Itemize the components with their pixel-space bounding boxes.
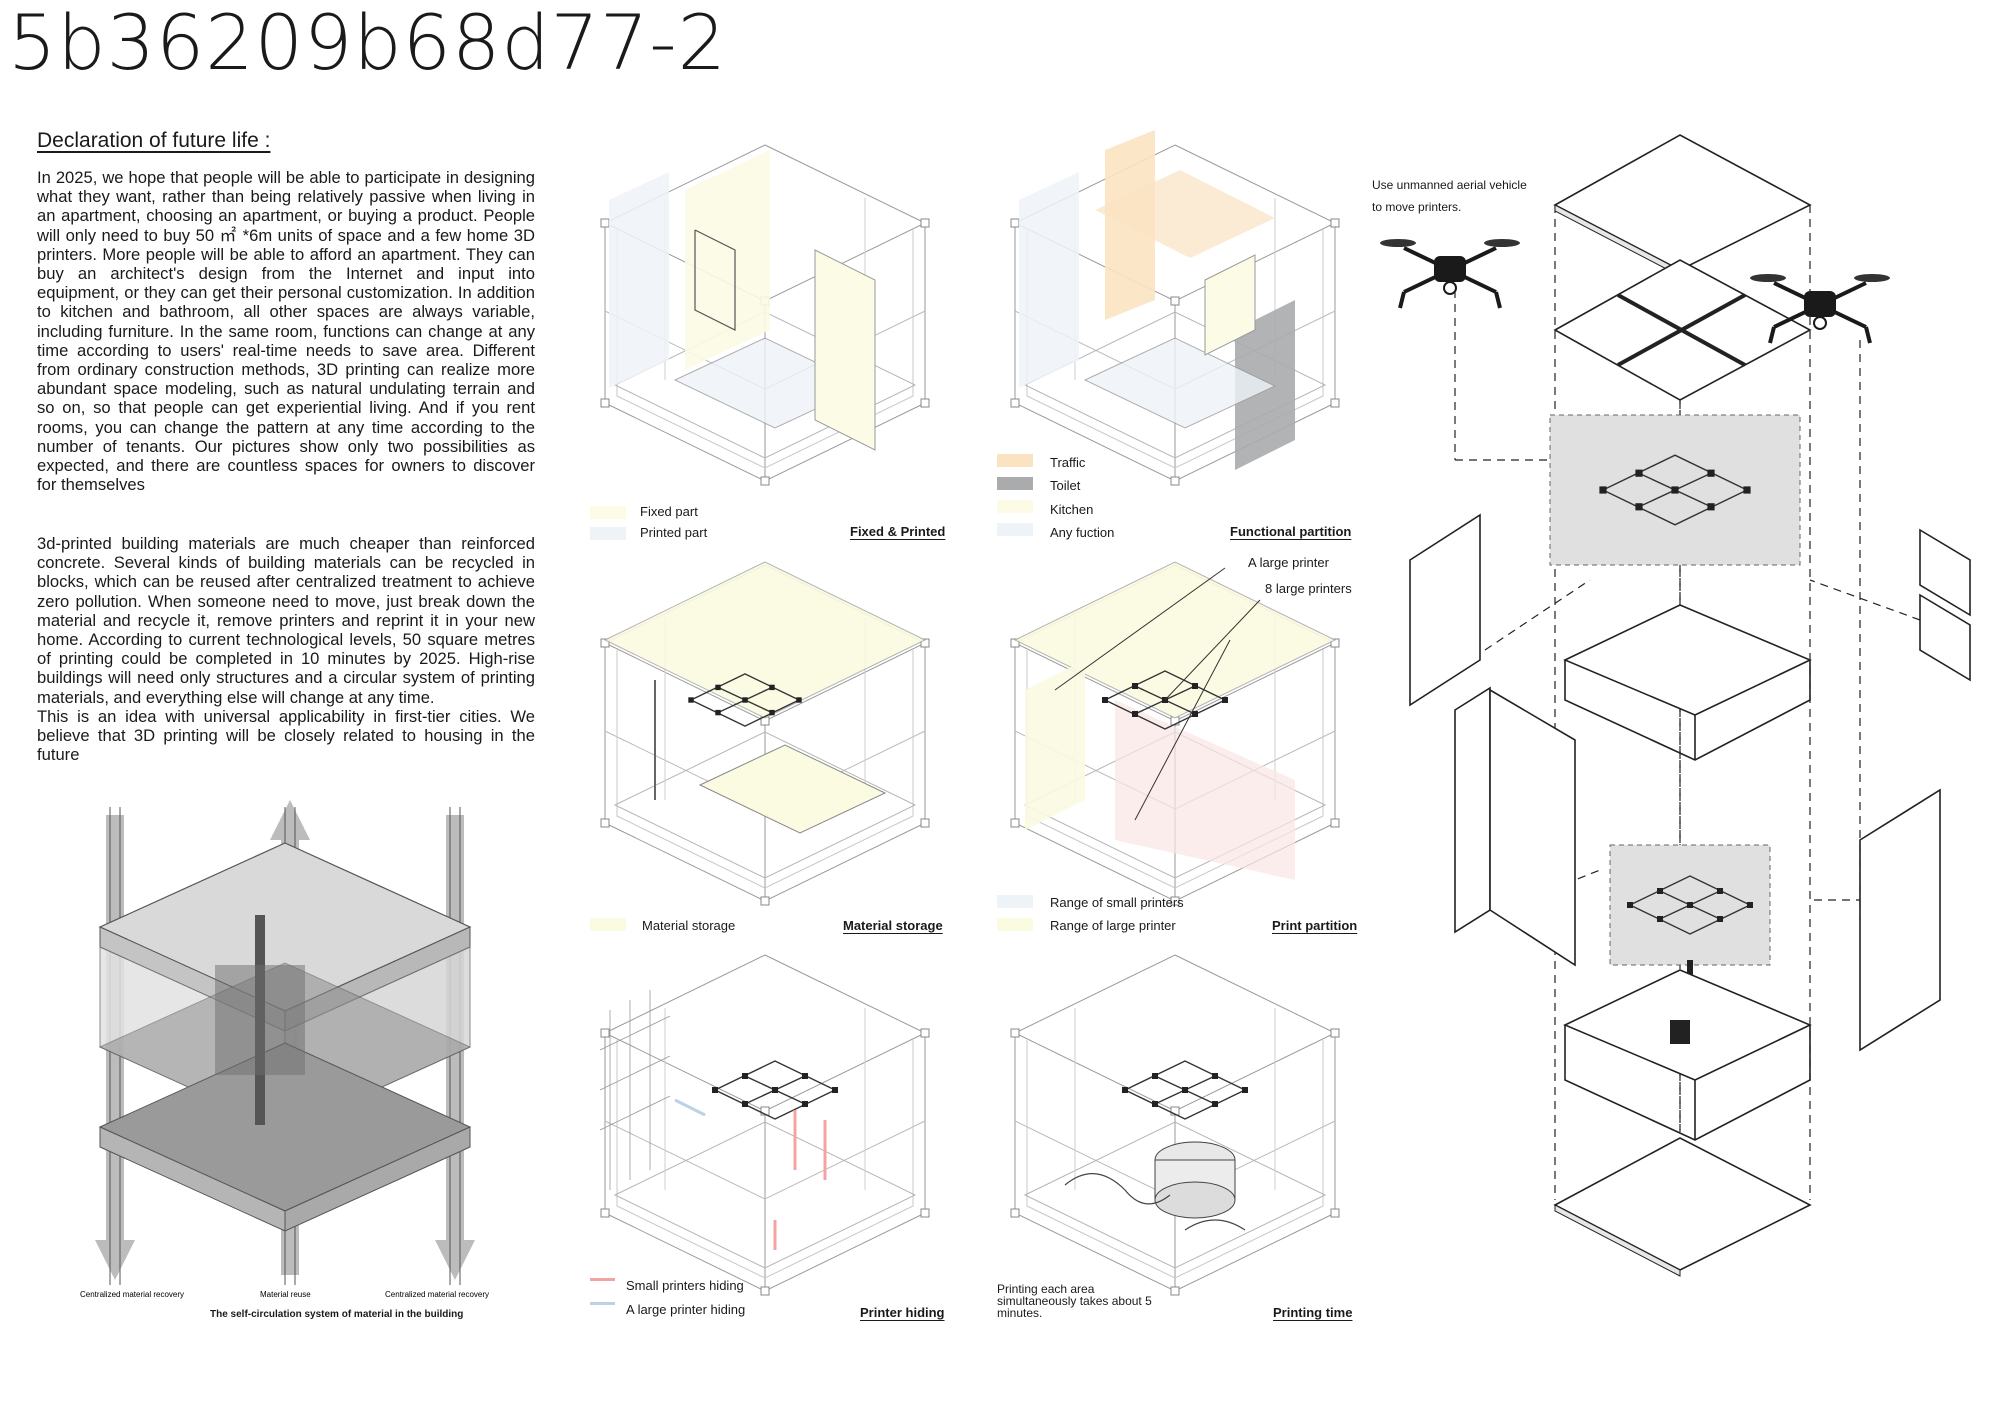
legend-label-small-hiding: Small printers hiding — [626, 1278, 744, 1293]
legend-swatch-fixed — [590, 506, 626, 519]
legend-label-kitchen: Kitchen — [1050, 502, 1094, 517]
panel-functional-partition-drawing — [1010, 130, 1340, 486]
legend-label-traffic: Traffic — [1050, 455, 1086, 470]
label-reuse: Material reuse — [260, 1290, 311, 1299]
legend-swatch-kitchen — [997, 500, 1033, 513]
declaration-paragraph-2: 3d-printed building materials are much c… — [37, 534, 535, 765]
material-circulation-diagram: Centralized material recovery Material r… — [80, 800, 489, 1299]
legend-label-material-storage: Material storage — [642, 918, 736, 933]
label-recovery-left: Centralized material recovery — [80, 1290, 184, 1299]
panel-printer-hiding-drawing — [585, 954, 930, 1296]
caption-functional-partition: Functional partition — [1230, 524, 1352, 539]
printer-rail-plate — [1555, 260, 1810, 400]
legend-swatch-material-storage — [590, 918, 626, 931]
ground-floor-module — [1565, 970, 1810, 1140]
side-panels — [1410, 515, 1970, 1050]
declaration-heading: Declaration of future life : — [37, 129, 271, 152]
caption-fixed-printed: Fixed & Printed — [850, 524, 946, 539]
legend-swatch-large-printer — [997, 918, 1033, 931]
legend-label-any-function: Any fuction — [1050, 525, 1115, 540]
panel-printing-time-drawing — [1010, 954, 1340, 1296]
caption-printing-time: Printing time — [1273, 1305, 1353, 1320]
caption-print-partition: Print partition — [1272, 918, 1358, 933]
exploded-axonometric — [1378, 120, 2000, 1300]
building-block — [100, 843, 470, 1231]
page-title: 5b36209b68d77-2 — [8, 0, 728, 87]
legend-swatch-small-printers — [997, 895, 1033, 908]
circulation-caption: The self-circulation system of material … — [210, 1309, 464, 1320]
panel-print-partition-drawing — [1010, 540, 1340, 906]
panel-fixed-printed-drawing — [600, 144, 930, 486]
annotation-eight-printers: 8 large printers — [1265, 581, 1352, 596]
floor-module — [1565, 605, 1810, 760]
label-recovery-right: Centralized material recovery — [385, 1290, 489, 1299]
drone-note: Use unmanned aerial vehicle to move prin… — [1372, 178, 1527, 214]
annotation-large-printer: A large printer — [1248, 555, 1329, 570]
legend-swatch-toilet — [997, 477, 1033, 490]
legend-label-toilet: Toilet — [1050, 478, 1081, 493]
caption-material-storage: Material storage — [843, 918, 943, 933]
caption-printer-hiding: Printer hiding — [860, 1305, 945, 1320]
legend-swatch-traffic — [997, 454, 1033, 467]
legend-label-large-hiding: A large printer hiding — [626, 1302, 746, 1317]
legend-swatch-any-function — [997, 523, 1033, 536]
panel-material-storage-drawing — [600, 540, 930, 906]
legend-label-printed: Printed part — [640, 525, 708, 540]
legend-label-fixed: Fixed part — [640, 504, 698, 519]
legend-arrow-small-hiding — [590, 1278, 615, 1281]
legend-label-large-printer: Range of large printer — [1050, 918, 1176, 933]
legend-arrow-large-hiding — [590, 1302, 615, 1305]
legend-label-small-printers: Range of small printers — [1050, 895, 1184, 910]
declaration-paragraph-1: In 2025, we hope that people will be abl… — [37, 168, 535, 495]
printing-time-note: Printing each area simultaneously takes … — [997, 1282, 1152, 1320]
legend-swatch-printed — [590, 527, 626, 540]
